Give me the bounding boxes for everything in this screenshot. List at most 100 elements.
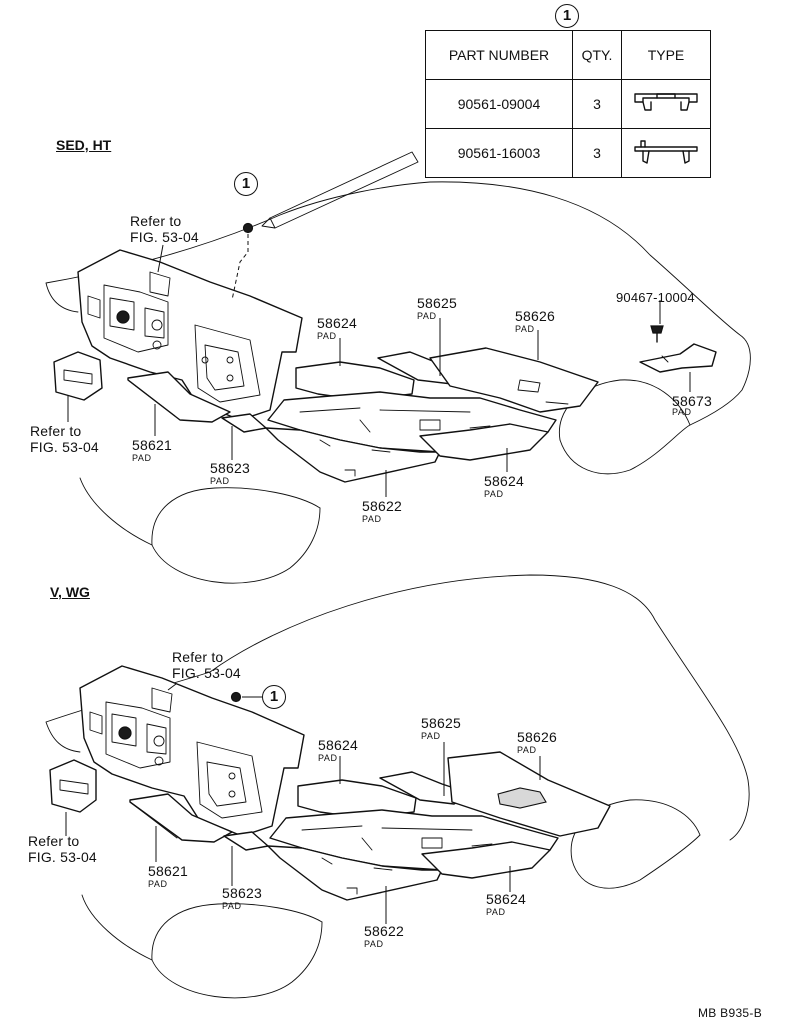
- part-name-label: PAD: [421, 731, 441, 741]
- part-number-label: 58624: [486, 891, 526, 907]
- refer-line2: FIG. 53-04: [28, 849, 97, 865]
- sedan-table-arrow-head: [261, 217, 276, 229]
- sedan-front-wheel-arch: [151, 487, 321, 546]
- part-name-label: PAD: [486, 907, 506, 917]
- sedan-pad-58624-rear: [419, 423, 549, 461]
- sedan-dash-clip: [242, 222, 254, 234]
- sedan-dash-hole: [152, 340, 162, 350]
- wagon-pad-58626-detail: [497, 787, 547, 809]
- sedan-pad-58622-detail: [319, 439, 391, 477]
- refer-line1: Refer to: [130, 213, 182, 229]
- part-number-cell: 90561-09004: [425, 79, 573, 129]
- type-cell: [621, 128, 711, 178]
- part-number-label: 58624: [317, 315, 357, 331]
- part-number-label: 58626: [517, 729, 557, 745]
- part-number-label: 58623: [222, 885, 262, 901]
- part-name-label: PAD: [515, 324, 535, 334]
- sedan-left-side-insulator: [53, 351, 103, 401]
- clip-type-b-icon: [634, 139, 698, 164]
- wagon-pad-58621-shadow: [129, 801, 178, 839]
- sedan-clip-leader: [231, 234, 249, 301]
- sedan-pad-58626: [429, 347, 599, 413]
- wagon-pad-58623: [223, 831, 269, 851]
- type-cell: [621, 79, 711, 129]
- wagon-pad-58624-front: [297, 779, 417, 819]
- wagon-left-side-detail: [59, 779, 89, 795]
- qty-cell: 3: [572, 79, 622, 129]
- part-name-label: PAD: [517, 745, 537, 755]
- sedan-table-arrow: [269, 151, 419, 229]
- section-title-sedan: SED, HT: [56, 137, 112, 153]
- sedan-dash-insulator: [77, 249, 303, 421]
- wagon-front-wheel-arch: [151, 903, 323, 961]
- part-name-label: PAD: [364, 939, 384, 949]
- part-number-cell: 90561-16003: [425, 128, 573, 178]
- sedan-illustration: [45, 151, 751, 584]
- part-name-label: PAD: [417, 311, 437, 321]
- sedan-clip-90467: [650, 325, 664, 334]
- leader-line: [157, 244, 164, 273]
- part-name-label: PAD: [222, 901, 242, 911]
- part-number-label: 58625: [421, 715, 461, 731]
- part-number-label: 58673: [672, 393, 712, 409]
- wagon-dash-insulator: [79, 665, 305, 837]
- sedan-dash-hole: [226, 356, 234, 364]
- header-type: TYPE: [621, 30, 711, 80]
- part-name-label: PAD: [484, 489, 504, 499]
- sedan-pad-58673: [639, 343, 717, 373]
- part-number-label: 58624: [484, 473, 524, 489]
- wagon-rear-wheel-arch: [570, 799, 701, 861]
- part-number-label: 58623: [210, 460, 250, 476]
- part-number-label: 58626: [515, 308, 555, 324]
- sedan-dash-detail: [87, 271, 261, 403]
- part-number-label: 58625: [417, 295, 457, 311]
- sedan-body-outline: [45, 181, 751, 584]
- part-number-label: 58622: [364, 923, 404, 939]
- wagon-tunnel-detail: [301, 825, 493, 851]
- drawing-code: MB B935-B: [697, 1006, 762, 1020]
- header-qty: QTY.: [572, 30, 622, 80]
- part-name-label: PAD: [210, 476, 230, 486]
- sedan-pad-58621-shadow: [127, 379, 176, 417]
- sedan-dash-grommet: [116, 310, 130, 324]
- table-callout-marker: 1: [555, 4, 579, 28]
- sedan-rear-wheel-arch: [558, 379, 691, 441]
- wagon-dash-grommet: [118, 726, 132, 740]
- header-part-number: PART NUMBER: [425, 30, 573, 80]
- sedan-dash-hole: [151, 319, 163, 331]
- sedan-tunnel-detail: [299, 407, 491, 433]
- wagon-clip-callout-marker: 1: [262, 685, 286, 709]
- parts-table: PART NUMBER QTY. TYPE 90561-09004 3 9056…: [425, 30, 711, 178]
- table-row: 90561-16003 3: [425, 128, 711, 178]
- refer-line1: Refer to: [30, 423, 82, 439]
- refer-line2: FIG. 53-04: [130, 229, 199, 245]
- refer-line1: Refer to: [28, 833, 80, 849]
- wagon-dash-detail: [89, 687, 263, 819]
- part-name-label: PAD: [317, 331, 337, 341]
- sedan-pad-58626-detail: [517, 379, 569, 405]
- section-title-wagon: V, WG: [50, 584, 90, 600]
- wagon-dash-hole: [228, 790, 236, 798]
- part-name-label: PAD: [318, 753, 338, 763]
- sedan-pad-58673-detail: [661, 355, 669, 363]
- part-name-label: PAD: [148, 879, 168, 889]
- sedan-pad-58624-front: [295, 361, 415, 401]
- wagon-dash-clip: [230, 691, 242, 703]
- part-name-label: PAD: [132, 453, 152, 463]
- parts-table-header-row: PART NUMBER QTY. TYPE: [425, 30, 711, 80]
- leader-line: [167, 683, 177, 691]
- part-number-label: 58624: [318, 737, 358, 753]
- wagon-dash-hole: [228, 772, 236, 780]
- sedan-clip-callout-marker: 1: [234, 172, 258, 196]
- part-number-label: 90467-10004: [616, 290, 695, 305]
- wagon-pad-58624-rear: [421, 841, 551, 879]
- sedan-left-side-detail: [63, 369, 93, 385]
- qty-cell: 3: [572, 128, 622, 178]
- sedan-leader-lines: [67, 244, 691, 497]
- wagon-dash-hole: [153, 735, 165, 747]
- sedan-dash-hole: [201, 356, 209, 364]
- clip-type-a-icon: [634, 92, 698, 111]
- sedan-dash-hole: [226, 374, 234, 382]
